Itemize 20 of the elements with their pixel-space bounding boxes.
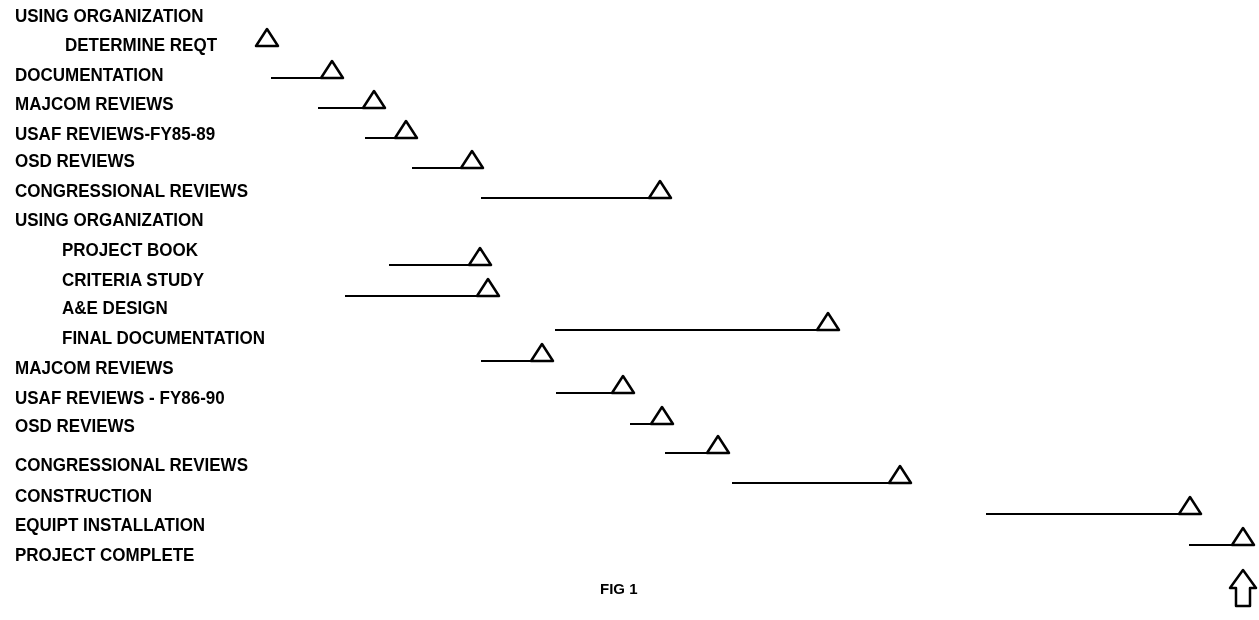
task-label: OSD REVIEWS [15,150,135,172]
task-label: EQUIPT INSTALLATION [15,514,206,536]
task-label: USAF REVIEWS - FY86-90 [15,387,225,409]
task-label: DOCUMENTATION [15,64,164,86]
task-label: A&E DESIGN [62,297,168,319]
task-label: MAJCOM REVIEWS [15,93,174,115]
task-label: OSD REVIEWS [15,415,135,437]
task-label: CRITERIA STUDY [62,269,204,291]
task-label: CONGRESSIONAL REVIEWS [15,454,248,476]
task-label: MAJCOM REVIEWS [15,357,174,379]
figure-caption: FIG 1 [600,580,638,598]
task-label: USING ORGANIZATION [15,5,204,27]
task-label: USAF REVIEWS-FY85-89 [15,123,216,145]
task-label: CONGRESSIONAL REVIEWS [15,180,248,202]
task-label: PROJECT BOOK [62,239,199,261]
task-label: FINAL DOCUMENTATION [62,327,266,349]
task-label: USING ORGANIZATION [15,209,204,231]
task-label: CONSTRUCTION [15,485,152,507]
task-label: PROJECT COMPLETE [15,544,195,566]
task-label: DETERMINE REQT [65,34,218,56]
